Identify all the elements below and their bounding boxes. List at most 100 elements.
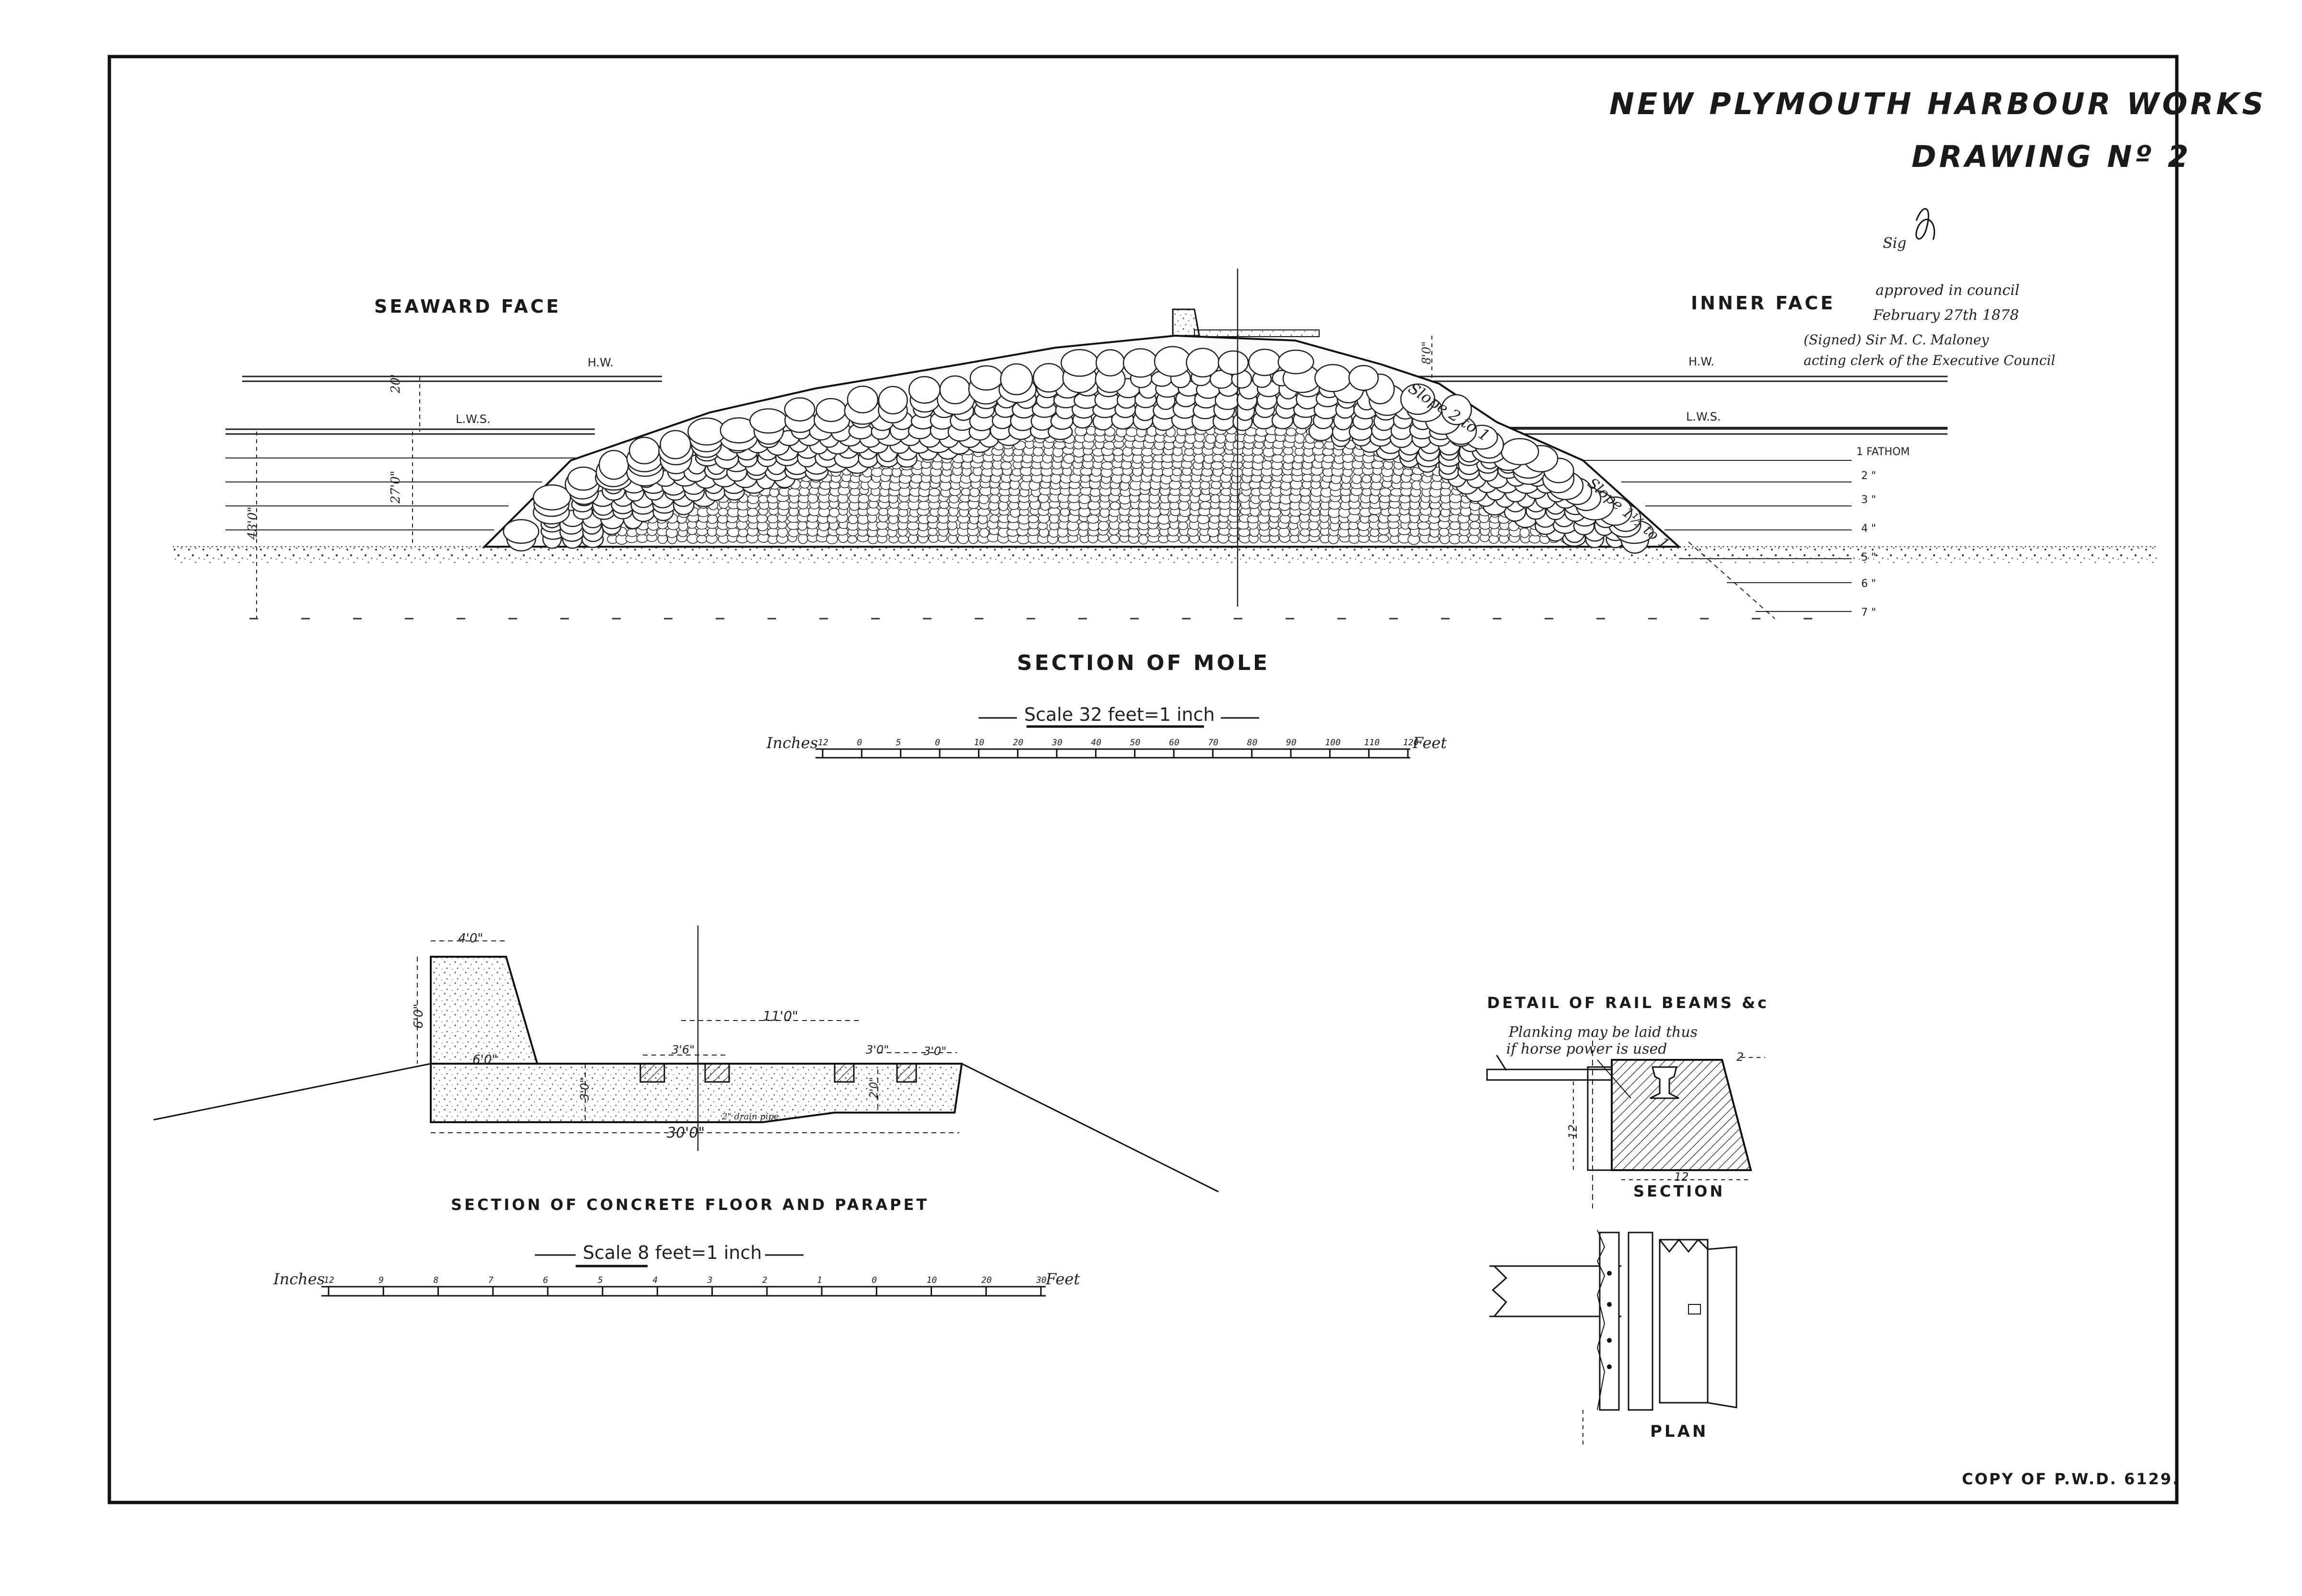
mole-stone: [847, 386, 879, 413]
mole-stone: [989, 515, 999, 523]
mole-stone: [1314, 364, 1351, 392]
mole-stone: [1368, 514, 1379, 523]
mole-stone: [878, 507, 889, 516]
rail-detail-caption: DETAIL OF RAIL BEAMS &c: [1487, 994, 1769, 1012]
mole-stone: [989, 494, 1000, 504]
mole-stone: [1089, 488, 1101, 497]
mole-stone: [738, 528, 748, 538]
mole-stone: [717, 515, 729, 524]
mole-stone: [1469, 521, 1480, 529]
scale-tick-label: 80: [1247, 738, 1258, 748]
mole-stone: [1417, 521, 1430, 530]
mole-stone: [1387, 514, 1400, 523]
concrete-dim-3a: 3'0": [866, 1043, 889, 1056]
mole-stone: [1157, 514, 1170, 525]
scale-tick-label: 40: [1091, 738, 1102, 748]
scale-tick-label: 20: [981, 1275, 992, 1285]
mole-stone: [1184, 447, 1194, 457]
mole-stone: [1138, 534, 1148, 545]
concrete-scale-text: Scale 8 feet=1 inch: [583, 1242, 762, 1263]
mole-stone: [727, 527, 740, 538]
mole-stone: [1248, 349, 1281, 376]
mole-stone: [1121, 473, 1132, 484]
mole-scale-inches: Inches: [767, 734, 818, 752]
concrete-dim-30: 30'0": [667, 1125, 705, 1141]
concrete-caption: SECTION OF CONCRETE FLOOR AND PARAPET: [451, 1196, 930, 1214]
mole-stone: [1222, 467, 1233, 476]
mole-stone: [628, 436, 660, 465]
mole-stone: [1283, 453, 1295, 464]
concrete-scale-bar: [321, 1254, 1046, 1297]
mole-stone: [1379, 487, 1392, 497]
mole-stone: [747, 508, 758, 517]
mole-stone: [707, 514, 718, 524]
scale-tick-label: 70: [1208, 738, 1219, 748]
hw-left-label: H.W.: [588, 356, 614, 369]
mole-stone: [797, 520, 808, 531]
scale-tick-label: 7: [488, 1275, 494, 1285]
drawing-title-line2: DRAWING Nº 2: [1912, 139, 2192, 174]
concrete-dim-36: 3'6": [672, 1043, 695, 1056]
scale-tick-label: 120: [1403, 738, 1419, 748]
mole-stone: [1247, 515, 1260, 524]
mole-section: [173, 269, 2159, 620]
mole-stone: [807, 493, 818, 504]
rail-detail-section: [1486, 1031, 1765, 1209]
mole-stone: [1262, 460, 1273, 470]
mole-stone: [848, 514, 858, 525]
scale-tick-label: 60: [1169, 738, 1180, 748]
mole-stone: [1277, 350, 1314, 375]
mole-stone: [928, 488, 941, 497]
mole-stone: [1112, 448, 1123, 457]
mole-stone: [1378, 534, 1389, 543]
fathom-7-label: 7 ": [1861, 607, 1877, 619]
concrete-dim-top: 4'0": [458, 931, 484, 946]
mole-stone: [961, 488, 971, 496]
rail-note-line1: Planking may be laid thus: [1509, 1024, 1698, 1041]
mole-stone: [1110, 501, 1121, 510]
mole-stone: [871, 467, 884, 477]
scale-tick-label: 2: [762, 1275, 767, 1285]
mole-stone: [1519, 527, 1530, 538]
mole-stone: [1125, 427, 1138, 437]
mole-stone: [1238, 528, 1251, 537]
mole-stone: [1060, 507, 1070, 517]
mole-stone: [788, 528, 799, 538]
mole-stone: [1286, 427, 1297, 436]
scale-tick-label: 6: [543, 1275, 548, 1285]
mole-stone: [1178, 521, 1188, 530]
fathom-6-label: 6 ": [1861, 578, 1877, 590]
mole-stone: [1252, 454, 1264, 464]
mole-stone: [1033, 363, 1065, 393]
mole-stone: [749, 408, 788, 434]
mole-stone: [1268, 528, 1280, 537]
sheet-border: [107, 55, 2179, 1504]
scale-tick-label: 9: [378, 1275, 384, 1285]
mole-stone: [660, 430, 691, 459]
concrete-dim-11: 11'0": [763, 1008, 799, 1024]
dim-20-label: 20': [389, 374, 403, 393]
mole-stone: [939, 375, 971, 405]
lws-right-label: L.W.S.: [1686, 410, 1721, 423]
mole-stone: [1399, 494, 1411, 504]
mole-stone: [1322, 455, 1335, 463]
mole-stone: [1197, 514, 1210, 524]
mole-stone: [908, 376, 941, 404]
mole-stone: [1361, 474, 1371, 483]
mole-stone: [1103, 441, 1116, 450]
scale-tick-label: 0: [935, 738, 940, 748]
scale-tick-label: 4: [652, 1275, 658, 1285]
mole-stone: [696, 535, 708, 543]
mole-stone: [1211, 481, 1221, 489]
mole-stone: [1186, 348, 1220, 378]
mole-stone: [1212, 454, 1224, 462]
mole-stone: [788, 488, 800, 497]
scale-tick-label: 30: [1052, 738, 1062, 748]
approval-line4: acting clerk of the Executive Council: [1804, 352, 2055, 368]
fathom-5-label: 5 ": [1861, 552, 1877, 563]
mole-stone: [1000, 363, 1033, 396]
mole-stone: [767, 514, 779, 524]
mole-stone: [918, 501, 931, 510]
mole-stone: [969, 487, 980, 497]
mole-stone: [1209, 515, 1220, 524]
